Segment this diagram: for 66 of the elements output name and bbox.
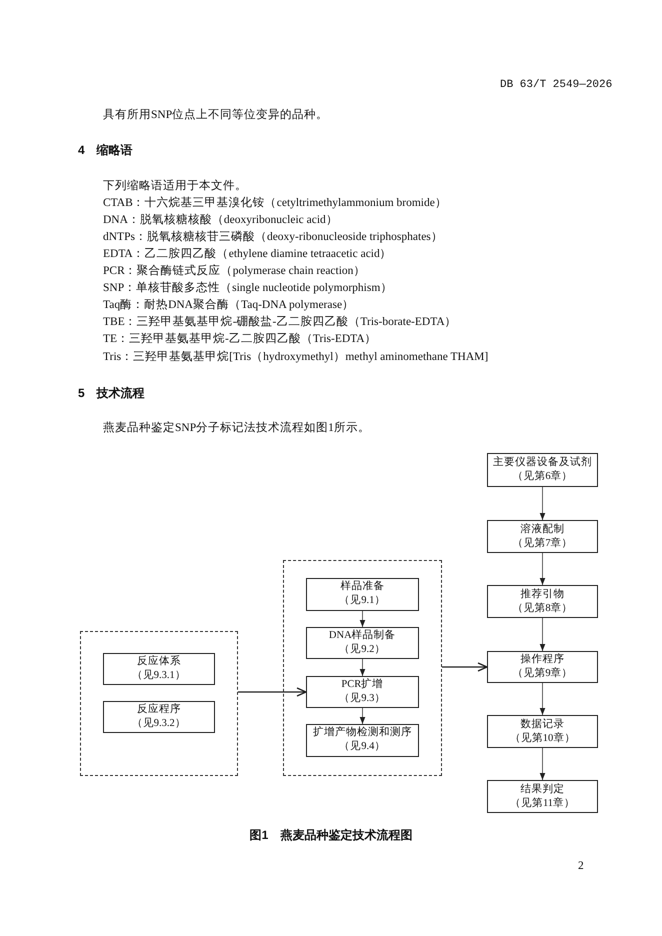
section-heading: 4 缩略语 [78,143,133,157]
arrow [360,658,366,676]
abbreviation-entry: Taq酶：耐热DNA聚合酶（Taq-DNA polymerase） [103,298,354,312]
figure-caption: 图1 燕麦品种鉴定技术流程图 [250,828,412,842]
section-heading: 5 技术流程 [78,386,145,400]
section-reference: （见9.1） [339,594,386,608]
abbreviation-entry: SNP：单核苷酸多态性（single nucleotide polymorphism） [103,281,392,295]
step-title: 反应程序 [136,702,181,717]
standard-number: DB 63/T 2549—2026 [500,78,612,92]
arrow [540,748,546,780]
section-reference: （见第11章） [510,796,576,810]
process-box [306,626,419,659]
step-title: 操作程序 [520,653,564,667]
section-reference: （见第10章） [510,732,576,746]
process-box [487,520,598,553]
process-box [487,453,598,487]
arrow [540,618,546,652]
arrow [442,662,488,672]
process-box [487,585,598,618]
step-title: 扩增产物检测和测序 [312,726,412,740]
abbreviation-entry: EDTA：乙二胺四乙酸（ethylene diamine tetraacetic acid） [103,247,392,261]
process-box [306,676,419,708]
process-box [102,652,215,685]
dashed-group-box [283,560,442,776]
section-reference: （见第9章） [512,667,573,681]
step-title: 数据记录 [520,718,564,732]
step-title: 样品准备 [340,580,384,594]
abbreviation-entry: TBE：三羟甲基氨基甲烷-硼酸盐-乙二胺四乙酸（Tris-borate-EDTA） [103,315,457,329]
section-reference: （见9.3.1） [132,668,186,683]
process-box [487,780,598,813]
process-box [487,651,598,683]
section-reference: （见9.2） [339,642,386,657]
step-title: 结果判定 [520,782,564,796]
section-reference: （见第8章） [512,602,573,616]
step-title: PCR扩增 [341,678,384,692]
abbreviation-entry: CTAB：十六烷基三甲基溴化铵（cetyltrimethylammonium bromide） [103,196,447,210]
abbreviation-entry: DNA：脱氧核糖核酸（deoxyribonucleic acid） [103,213,338,227]
arrow [540,486,546,520]
step-title: 溶液配制 [520,522,564,536]
step-title: 反应体系 [136,654,181,669]
abbreviation-entry: dNTPs：脱氧核糖核苷三磷酸（deoxy-ribonucleoside triphosphates） [103,230,443,244]
step-title: 推荐引物 [520,588,564,602]
arrow [238,687,307,697]
dashed-group-box [80,631,238,776]
arrow [360,708,366,724]
section-reference: （见9.3） [339,692,386,706]
process-box [102,700,215,733]
process-box [306,724,419,757]
section-reference: （见9.4） [339,740,386,754]
abbreviation-entry: Tris：三羟甲基氨基甲烷[Tris（hydroxymethyl）methyl aminomethane THAM] [103,350,488,364]
section-reference: （见第6章） [512,470,573,484]
arrow [540,682,546,716]
paragraph: 具有所用SNP位点上不同等位变异的品种。 [103,108,328,122]
section-reference: （见第7章） [512,536,573,550]
process-box [306,578,419,611]
paragraph: 燕麦品种鉴定SNP分子标记法技术流程如图1所示。 [103,421,370,435]
abbreviation-entry: TE：三羟甲基氨基甲烷-乙二胺四乙酸（Tris-EDTA） [103,332,377,346]
arrow [360,610,366,628]
arrow [540,552,546,586]
page-number: 2 [578,859,584,873]
section-reference: （见9.3.2） [132,716,186,731]
process-box [487,715,598,748]
step-title: 主要仪器设备及试剂 [493,456,592,470]
step-title: DNA样品制备 [328,628,396,643]
paragraph: 下列缩略语适用于本文件。 [103,179,247,193]
abbreviation-entry: PCR：聚合酶链式反应（polymerase chain reaction） [103,264,366,278]
